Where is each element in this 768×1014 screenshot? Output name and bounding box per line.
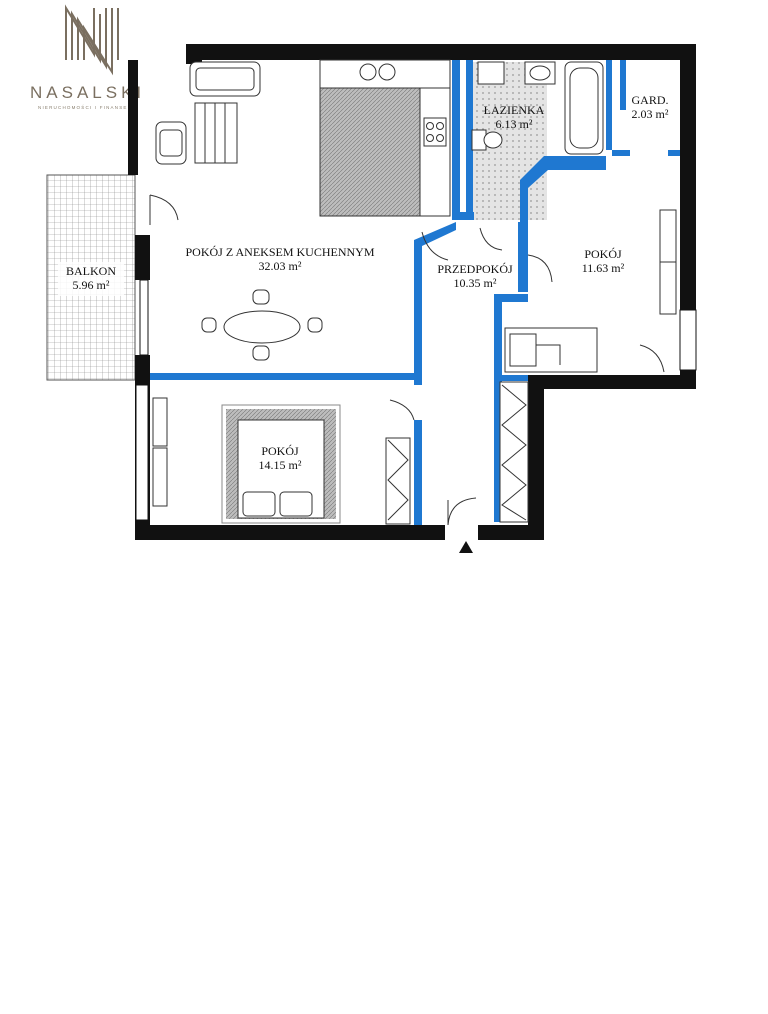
logo-brand: NASALSKI (30, 83, 145, 102)
hall-wardrobe (499, 381, 529, 523)
room-label-bedroom-right: POKÓJ 11.63 m² (582, 247, 625, 275)
room-label-hall: PRZEDPOKÓJ 10.35 m² (437, 262, 513, 290)
bathroom-fixtures (471, 61, 604, 155)
bedroom-right-furniture (504, 209, 677, 373)
inner-walls (150, 60, 680, 525)
room-area: 2.03 m² (632, 107, 669, 121)
entrance-arrow-icon (459, 541, 473, 553)
room-name: PRZEDPOKÓJ (437, 262, 513, 276)
logo-mark-icon (65, 4, 119, 76)
room-name: POKÓJ (584, 247, 622, 261)
logo: NASALSKI NIERUCHOMOŚCI I FINANSE (30, 4, 145, 110)
floor-plan: NASALSKI NIERUCHOMOŚCI I FINANSE (30, 4, 697, 553)
room-area: 6.13 m² (496, 117, 533, 131)
room-label-bedroom-left: POKÓJ 14.15 m² (248, 443, 312, 475)
windows (135, 279, 697, 521)
room-name: BALKON (66, 264, 116, 278)
room-name: ŁAZIENKA (484, 103, 545, 117)
room-label-bathroom: ŁAZIENKA 6.13 m² (484, 103, 545, 131)
doors (149, 194, 665, 526)
room-area: 14.15 m² (259, 458, 302, 472)
room-name: POKÓJ (261, 444, 299, 458)
floor-plan-svg: NASALSKI NIERUCHOMOŚCI I FINANSE (30, 4, 697, 553)
room-label-living: POKÓJ Z ANEKSEM KUCHENNYM 32.03 m² (185, 245, 374, 273)
logo-tagline: NIERUCHOMOŚCI I FINANSE (38, 103, 128, 110)
kitchen (319, 59, 451, 217)
room-name: GARD. (631, 93, 668, 107)
room-area: 11.63 m² (582, 261, 625, 275)
room-area: 32.03 m² (259, 259, 302, 273)
room-area: 10.35 m² (454, 276, 497, 290)
room-area: 5.96 m² (73, 278, 110, 292)
living-furniture (155, 61, 323, 361)
room-label-wardrobe: GARD. 2.03 m² (631, 93, 668, 121)
room-label-balcony: BALKON 5.96 m² (58, 262, 124, 296)
room-name: POKÓJ Z ANEKSEM KUCHENNYM (185, 245, 374, 259)
